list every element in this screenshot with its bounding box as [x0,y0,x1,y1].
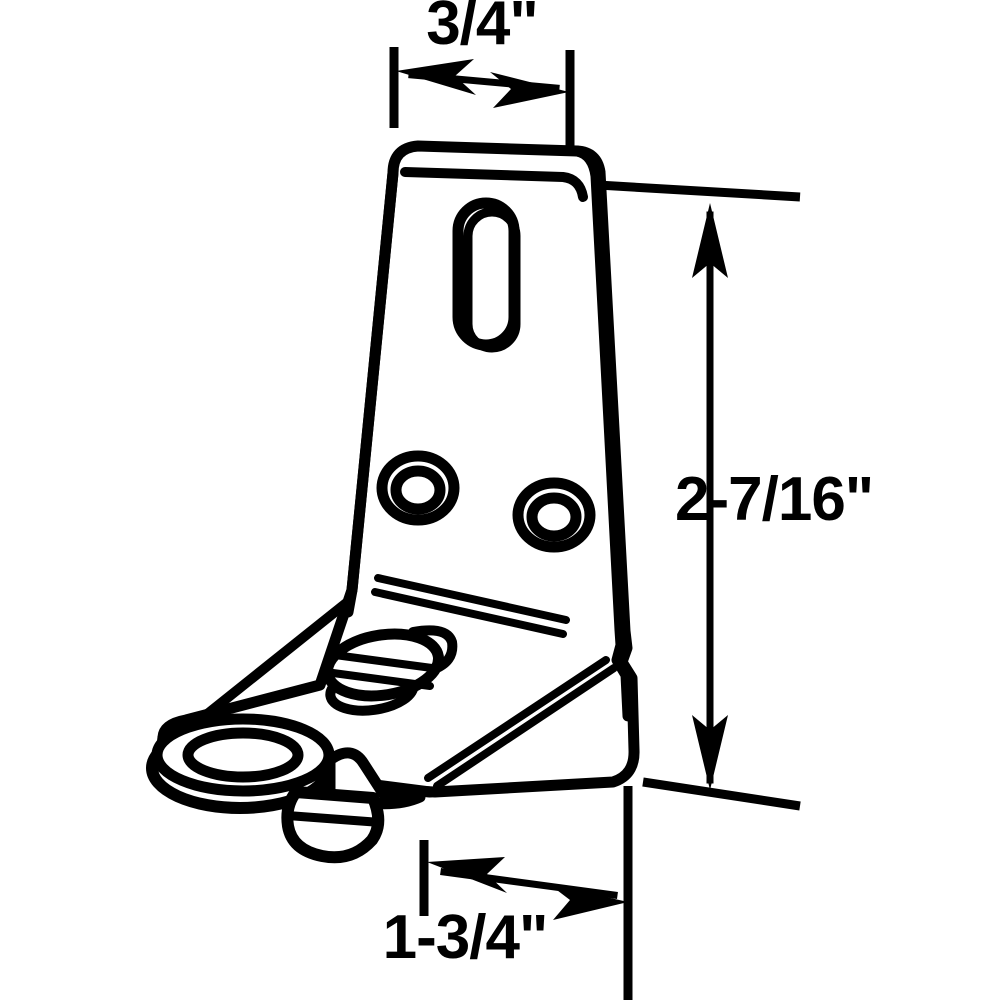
roller-wheel-hub [182,727,304,783]
round-hole-lower-right [512,477,596,553]
stud-knob-body [281,786,385,864]
slot-hole-inner [463,207,521,353]
slotted-screw [321,625,458,716]
extension-line-bottom-right [642,777,801,811]
slot-hole [452,197,521,353]
round-hole-2-inner [526,492,582,542]
arrow-up-icon [692,203,728,278]
screw-slot-line-a [331,651,436,672]
dimension-width-top: 3/4" [389,0,575,147]
stud-knob-groove [289,811,379,827]
arrow-left-icon [396,59,476,95]
fold-line-upper-b [371,588,567,638]
arrow-down-icon [692,715,728,790]
upright-right-thickness-line [571,145,634,722]
bracket-part [146,140,640,864]
dimension-depth-bottom: 1-3/4" [383,786,633,1000]
dimension-height-right: 2-7/16" [597,180,874,811]
fold-line-lower-b [433,664,618,790]
arrow-left-icon [427,857,507,893]
base-left-diagonal-edge [191,595,355,728]
round-hole-1-inner [390,465,446,515]
upright-top-thickness-line [400,167,588,202]
fold-line-lower-a [424,656,610,782]
dimension-label-depth: 1-3/4" [383,903,548,972]
extension-line-top-right [597,180,801,202]
stud-knob [281,786,385,864]
fold-line-upper-a [374,574,570,624]
roller-wheel [146,713,335,814]
dimension-label-height: 2-7/16" [675,465,873,534]
arrow-right-icon [549,884,628,920]
dimension-label-width: 3/4" [426,0,538,58]
screw-slot-line-b [329,669,434,690]
arrow-right-icon [490,72,569,108]
round-hole-upper-left [376,450,460,526]
